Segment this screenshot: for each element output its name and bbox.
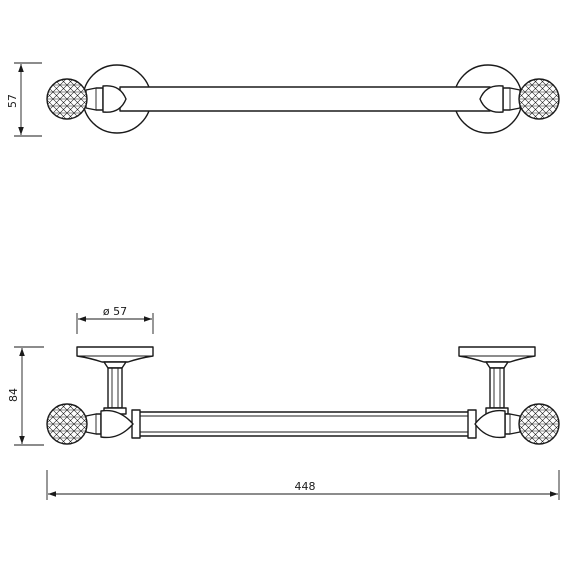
left-wall-plate <box>76 346 154 369</box>
right-crystal-knob-side <box>518 403 560 445</box>
left-fitting-top <box>85 85 127 113</box>
right-fitting-top <box>479 85 521 113</box>
left-fitting-side <box>85 409 134 439</box>
dimension-side-height: 84 <box>7 346 44 446</box>
side-view: ø 57 84 448 <box>7 305 560 500</box>
dimension-top-height: 57 <box>6 62 42 137</box>
bar-side <box>131 409 477 439</box>
dimension-top-height-label: 57 <box>6 94 19 108</box>
left-crystal-knob-side <box>46 403 88 445</box>
right-wall-plate <box>458 346 536 369</box>
dimension-side-height-label: 84 <box>7 388 20 402</box>
dimension-overall-length-label: 448 <box>295 480 316 493</box>
left-crystal-knob-top <box>46 78 88 120</box>
right-post <box>485 367 509 415</box>
bar-top <box>119 86 491 112</box>
right-crystal-knob-top <box>518 78 560 120</box>
right-fitting-side <box>474 409 521 439</box>
dimension-rosette-diameter: ø 57 <box>76 305 154 334</box>
top-view: 57 <box>6 62 560 137</box>
dimension-rosette-diameter-label: ø 57 <box>103 305 127 318</box>
dimension-overall-length: 448 <box>46 470 560 500</box>
left-post <box>103 367 127 415</box>
